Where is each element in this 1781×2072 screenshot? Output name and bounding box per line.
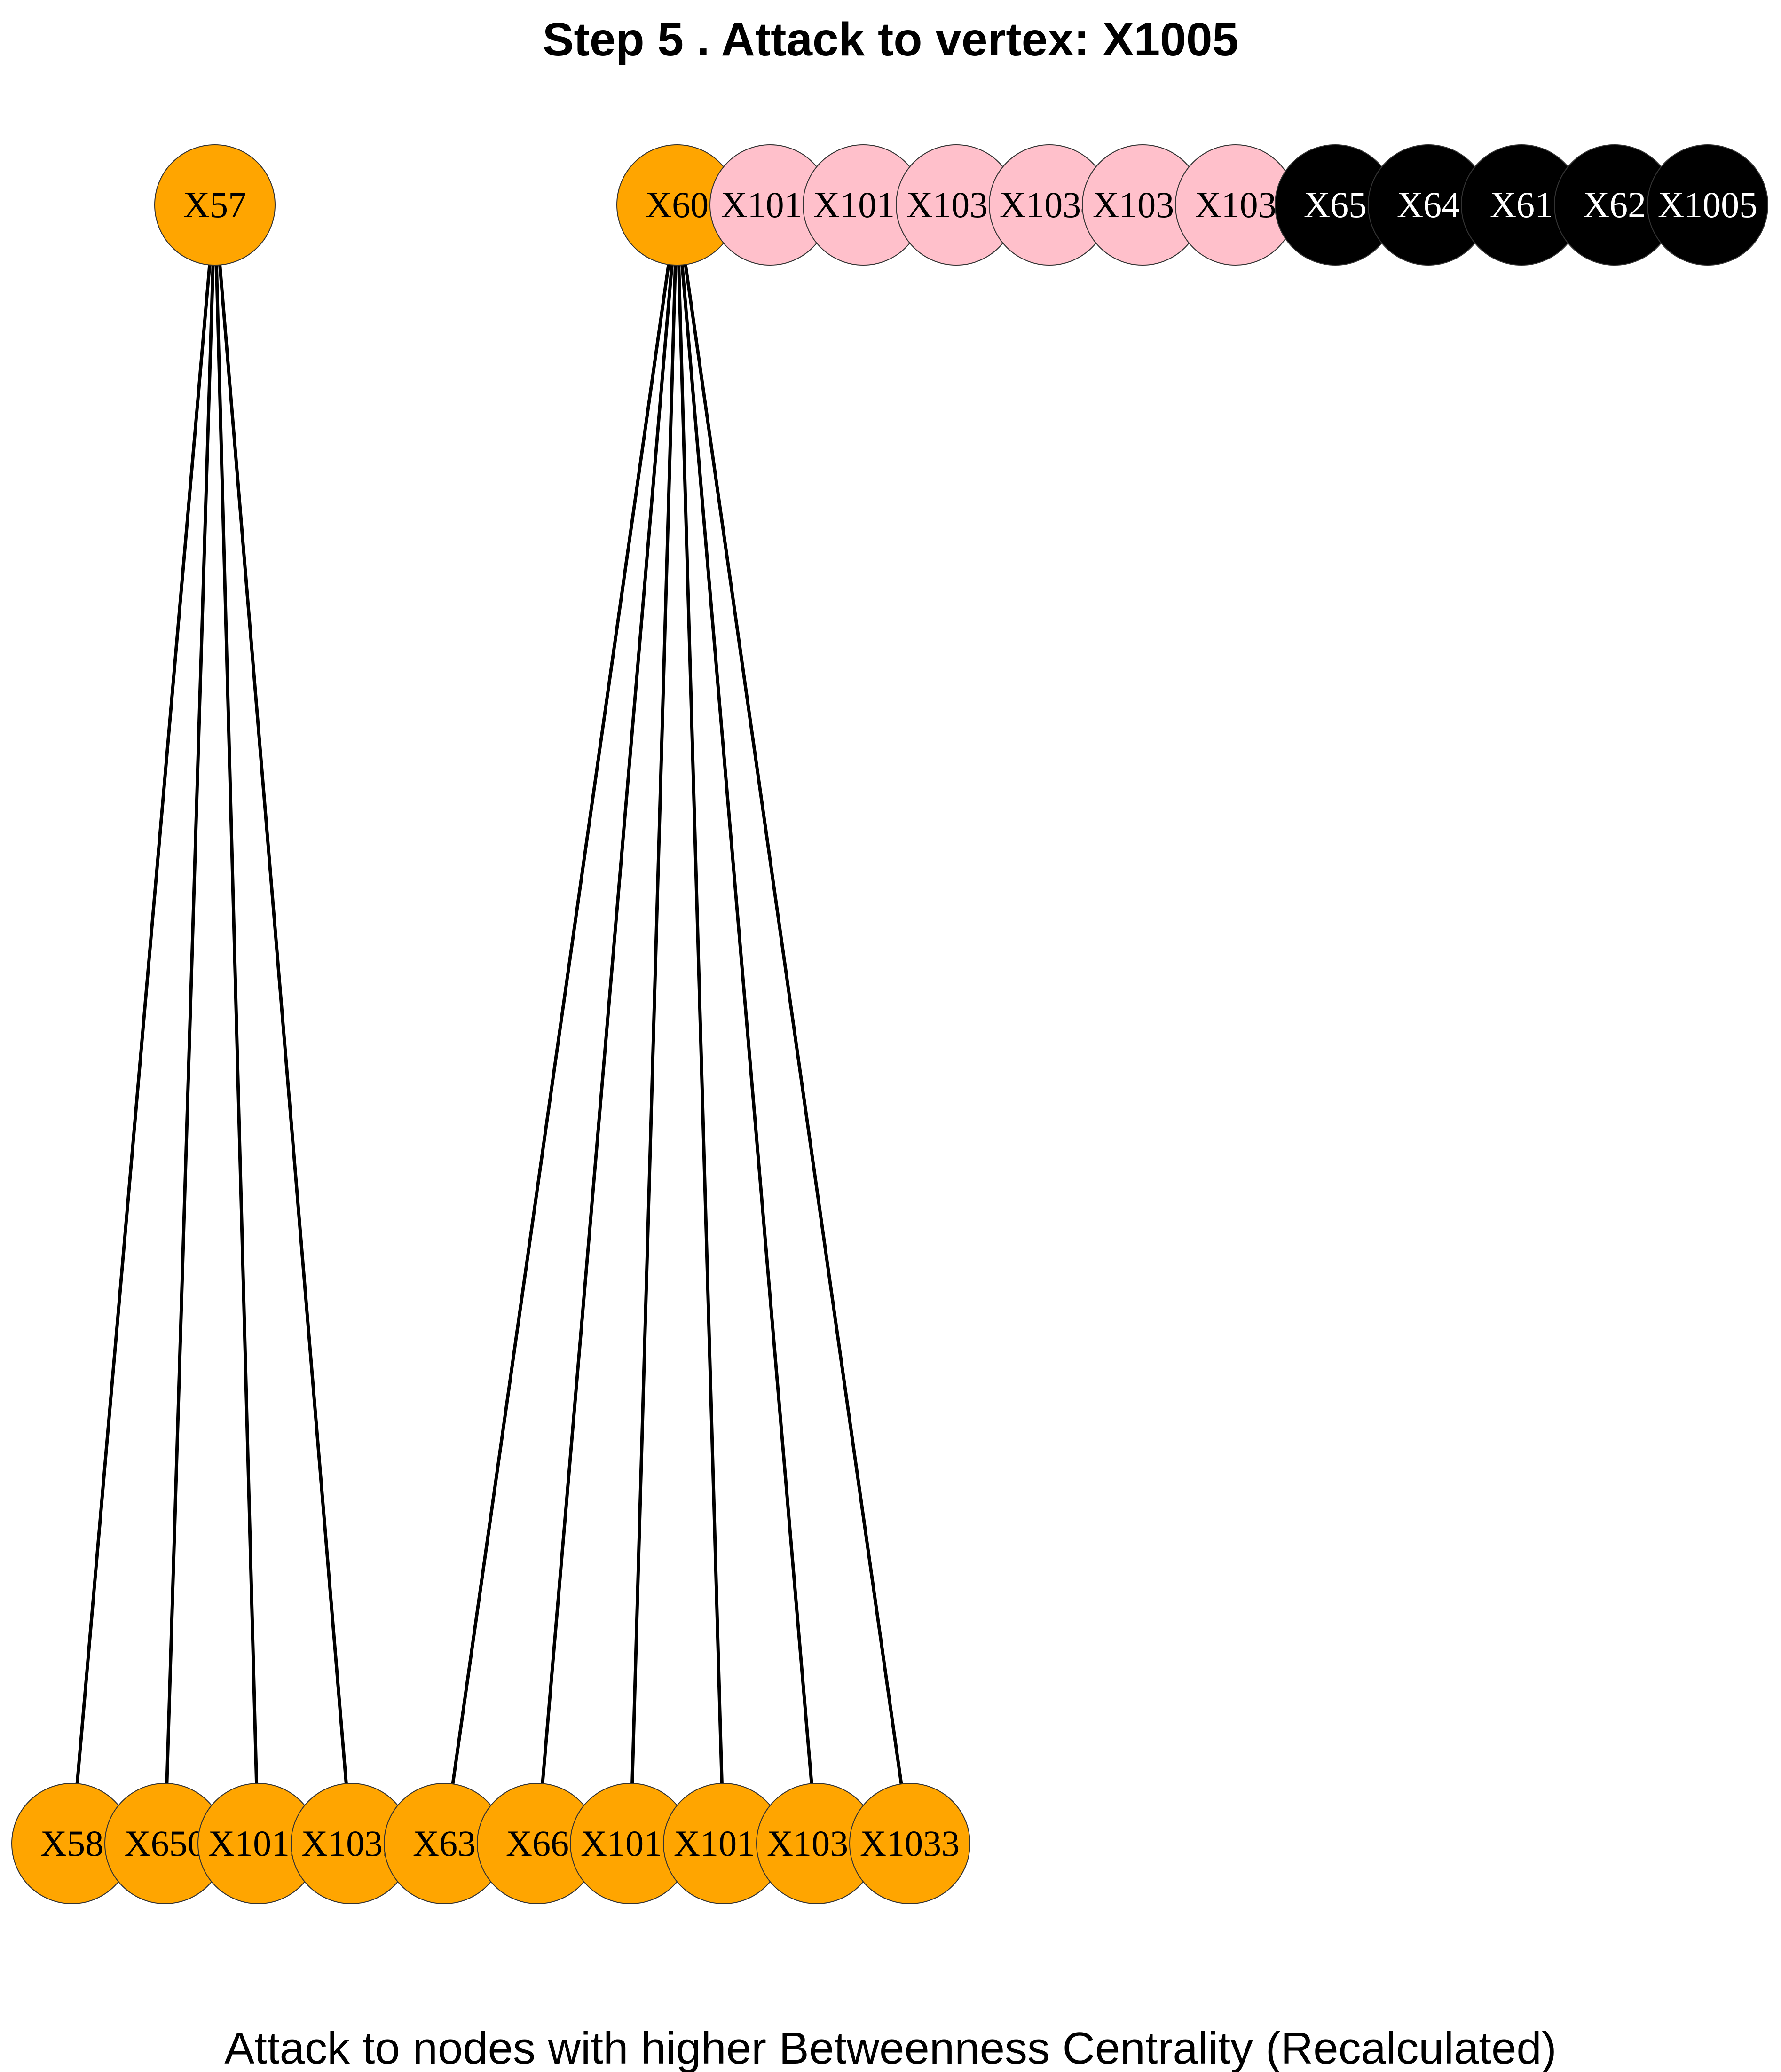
node-circle (849, 1783, 970, 1904)
node-label: X61 (1490, 184, 1553, 225)
node-label: X60 (646, 184, 709, 225)
node-label: X1005 (1658, 184, 1757, 225)
edge-X57-X1032 (213, 204, 353, 1844)
node-label: X62 (1583, 184, 1646, 225)
node-X1030: X1030 (756, 1783, 877, 1904)
edge-X60-X1033 (675, 204, 912, 1844)
node-X60: X60 (616, 144, 738, 266)
diagram-caption: Attack to nodes with higher Betweenness … (224, 2023, 1556, 2072)
node-X1005: X1005 (1647, 144, 1768, 266)
edges-layer (70, 204, 912, 1844)
edge-X57-X1012 (213, 204, 260, 1844)
node-X1034: X1034 (989, 144, 1110, 266)
node-X1033: X1033 (849, 1783, 970, 1904)
node-X650: X650 (104, 1783, 226, 1904)
node-label: X650 (124, 1823, 205, 1864)
node-X61: X61 (1461, 144, 1582, 266)
node-X1035: X1035 (1082, 144, 1203, 266)
node-X103x: X103 (1175, 144, 1296, 266)
node-circle (1647, 144, 1768, 266)
node-X1012: X1012 (197, 1783, 319, 1904)
edge-X57-X58 (70, 204, 217, 1844)
edge-X60-X1030 (675, 204, 819, 1844)
edge-X60-X1017 (675, 204, 725, 1844)
node-X65: X65 (1275, 144, 1396, 266)
edge-X60-X1016 (629, 204, 679, 1844)
node-X58: X58 (11, 1783, 133, 1904)
node-label: X58 (40, 1823, 103, 1864)
node-X66: X66 (477, 1783, 598, 1904)
node-X1031: X1031 (896, 144, 1017, 266)
node-label: X64 (1397, 184, 1460, 225)
node-X62: X62 (1554, 144, 1675, 266)
edge-X60-X66 (536, 204, 679, 1844)
node-label: X63 (413, 1823, 476, 1864)
node-circle (154, 144, 276, 266)
node-label: X57 (183, 184, 246, 225)
node-label: X103 (1195, 184, 1276, 225)
edge-X60-X63 (442, 204, 679, 1844)
node-label: X1033 (860, 1823, 960, 1864)
node-X1016: X1016 (570, 1783, 691, 1904)
node-X63: X63 (384, 1783, 505, 1904)
node-label: X66 (506, 1823, 569, 1864)
node-label: X65 (1304, 184, 1367, 225)
edge-X57-X650 (163, 204, 217, 1844)
node-X64: X64 (1368, 144, 1489, 266)
diagram-title: Step 5 . Attack to vertex: X1005 (543, 13, 1238, 66)
node-X1015: X1015 (803, 144, 924, 266)
node-X1017: X1017 (663, 1783, 784, 1904)
node-X57: X57 (154, 144, 276, 266)
